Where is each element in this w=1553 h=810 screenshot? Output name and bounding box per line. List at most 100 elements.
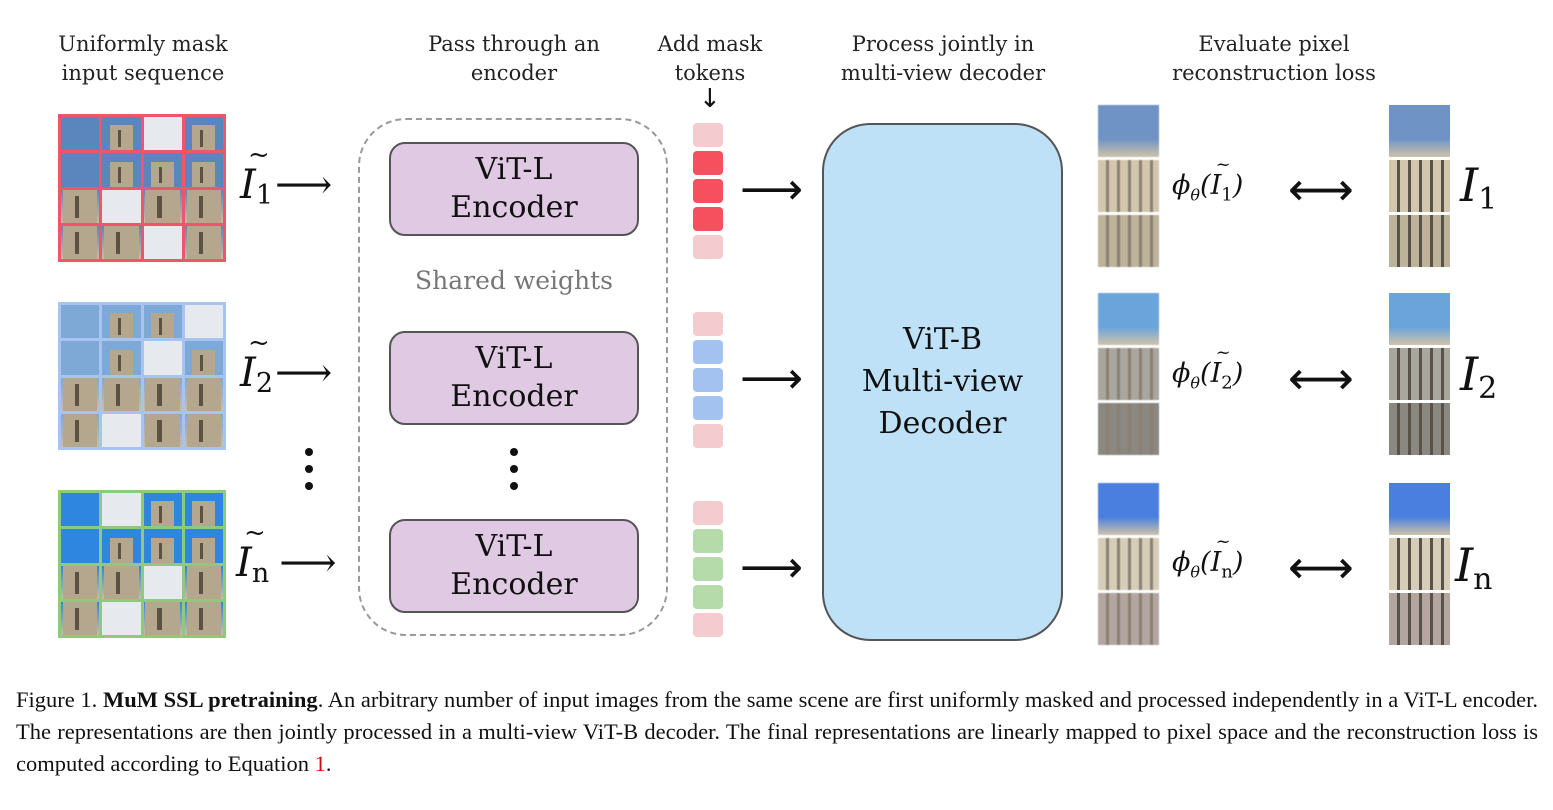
image-patch: [184, 493, 223, 527]
arrow-right-icon: ⟶: [740, 164, 804, 215]
image-patch: [143, 305, 182, 339]
image-patch: [1389, 215, 1450, 267]
theta-symbol: θ: [1190, 373, 1201, 393]
double-arrow-icon: ⟷: [1288, 162, 1354, 216]
building-texture: [62, 601, 98, 635]
building-texture: [109, 313, 133, 339]
mask-token: [693, 312, 723, 336]
encoded-token: [693, 207, 723, 231]
target-index: n: [1473, 562, 1493, 597]
image-patch: [1389, 403, 1450, 455]
image-patch: [61, 117, 100, 151]
image-patch: [1098, 483, 1159, 535]
masked-patch: [143, 341, 182, 375]
input-index: n: [1221, 561, 1233, 583]
image-patch: [184, 413, 223, 447]
image-patch: [1389, 293, 1450, 345]
encoder-subtitle: Encoder: [450, 379, 578, 414]
token-sequence-n: [693, 501, 723, 641]
vertical-ellipsis-icon: [509, 448, 519, 499]
image-patch: [1389, 160, 1450, 212]
image-patch: [184, 601, 223, 635]
encoded-token: [693, 585, 723, 609]
target-index: 1: [1478, 182, 1498, 217]
building-texture: [62, 189, 98, 223]
mask-token: [693, 123, 723, 147]
image-patch: [61, 189, 100, 223]
prediction-label-2: ϕθ(I2): [1172, 342, 1243, 394]
input-symbol: I: [236, 540, 252, 586]
shared-weights-group: [358, 118, 668, 636]
image-patch: [61, 153, 100, 187]
building-texture: [186, 225, 222, 259]
target-symbol: I: [1460, 158, 1479, 212]
arrow-right-icon: ⟶: [279, 540, 337, 586]
input-label-n: In ⟶: [236, 518, 337, 589]
masked-patch: [102, 413, 141, 447]
input-label-2: I2⟶: [240, 328, 332, 399]
building-texture: [186, 189, 222, 223]
input-index: n: [251, 558, 270, 589]
image-patch: [1389, 593, 1450, 645]
decoder-title: ViT-B: [902, 322, 983, 357]
target-label-2: I2: [1460, 347, 1497, 406]
image-patch: [184, 117, 223, 151]
mask-token: [693, 613, 723, 637]
building-texture: [186, 377, 222, 411]
building-texture: [109, 161, 133, 187]
image-patch: [1098, 215, 1159, 267]
encoded-token: [693, 396, 723, 420]
image-patch: [1389, 538, 1450, 590]
building-texture: [104, 225, 139, 259]
equation-reference-link[interactable]: 1: [314, 751, 326, 776]
building-texture: [192, 349, 216, 375]
figure-caption: Figure 1. MuM SSL pretraining. An arbitr…: [16, 684, 1538, 780]
caption-suffix: .: [325, 751, 332, 776]
encoded-token: [693, 179, 723, 203]
input-symbol: I: [1210, 547, 1222, 578]
image-patch: [61, 565, 100, 599]
masked-input-grid-n: [58, 490, 226, 638]
caption-body: . An arbitrary number of input images fr…: [16, 687, 1538, 776]
building-texture: [62, 377, 98, 411]
image-patch: [143, 601, 182, 635]
image-patch: [102, 341, 141, 375]
masked-patch: [143, 565, 182, 599]
vit-l-encoder-2: ViT-L Encoder: [389, 331, 639, 425]
masked-patch: [143, 117, 182, 151]
image-patch: [1389, 105, 1450, 157]
building-texture: [109, 125, 133, 151]
image-patch: [1389, 483, 1450, 535]
building-texture: [151, 313, 175, 339]
encoder-title: ViT-L: [475, 529, 553, 564]
image-patch: [1098, 160, 1159, 212]
image-patch: [102, 225, 141, 259]
image-patch: [61, 601, 100, 635]
image-patch: [1098, 538, 1159, 590]
masked-input-grid-1: [58, 114, 226, 262]
building-texture: [151, 161, 175, 187]
input-index: 1: [255, 180, 273, 211]
vertical-ellipsis-icon: [304, 448, 314, 499]
decoder-subtitle-2: Decoder: [878, 406, 1007, 441]
image-patch: [184, 377, 223, 411]
building-texture: [151, 537, 175, 563]
double-arrow-icon: ⟷: [1288, 351, 1354, 405]
building-texture: [145, 413, 180, 447]
image-patch: [1098, 593, 1159, 645]
image-patch: [61, 225, 100, 259]
stage-label-encode: Pass through an encoder: [428, 32, 600, 85]
image-patch: [102, 305, 141, 339]
encoded-token: [693, 151, 723, 175]
target-label-1: I1: [1460, 158, 1497, 217]
reconstruction-patches-1: [1098, 105, 1159, 270]
building-texture: [192, 537, 216, 563]
theta-symbol: θ: [1190, 185, 1201, 205]
image-patch: [184, 341, 223, 375]
stage-label-mask: Uniformly mask input sequence: [58, 32, 228, 85]
input-index: 2: [255, 368, 273, 399]
encoded-token: [693, 340, 723, 364]
building-texture: [109, 537, 133, 563]
building-texture: [104, 377, 139, 411]
building-texture: [145, 601, 180, 635]
